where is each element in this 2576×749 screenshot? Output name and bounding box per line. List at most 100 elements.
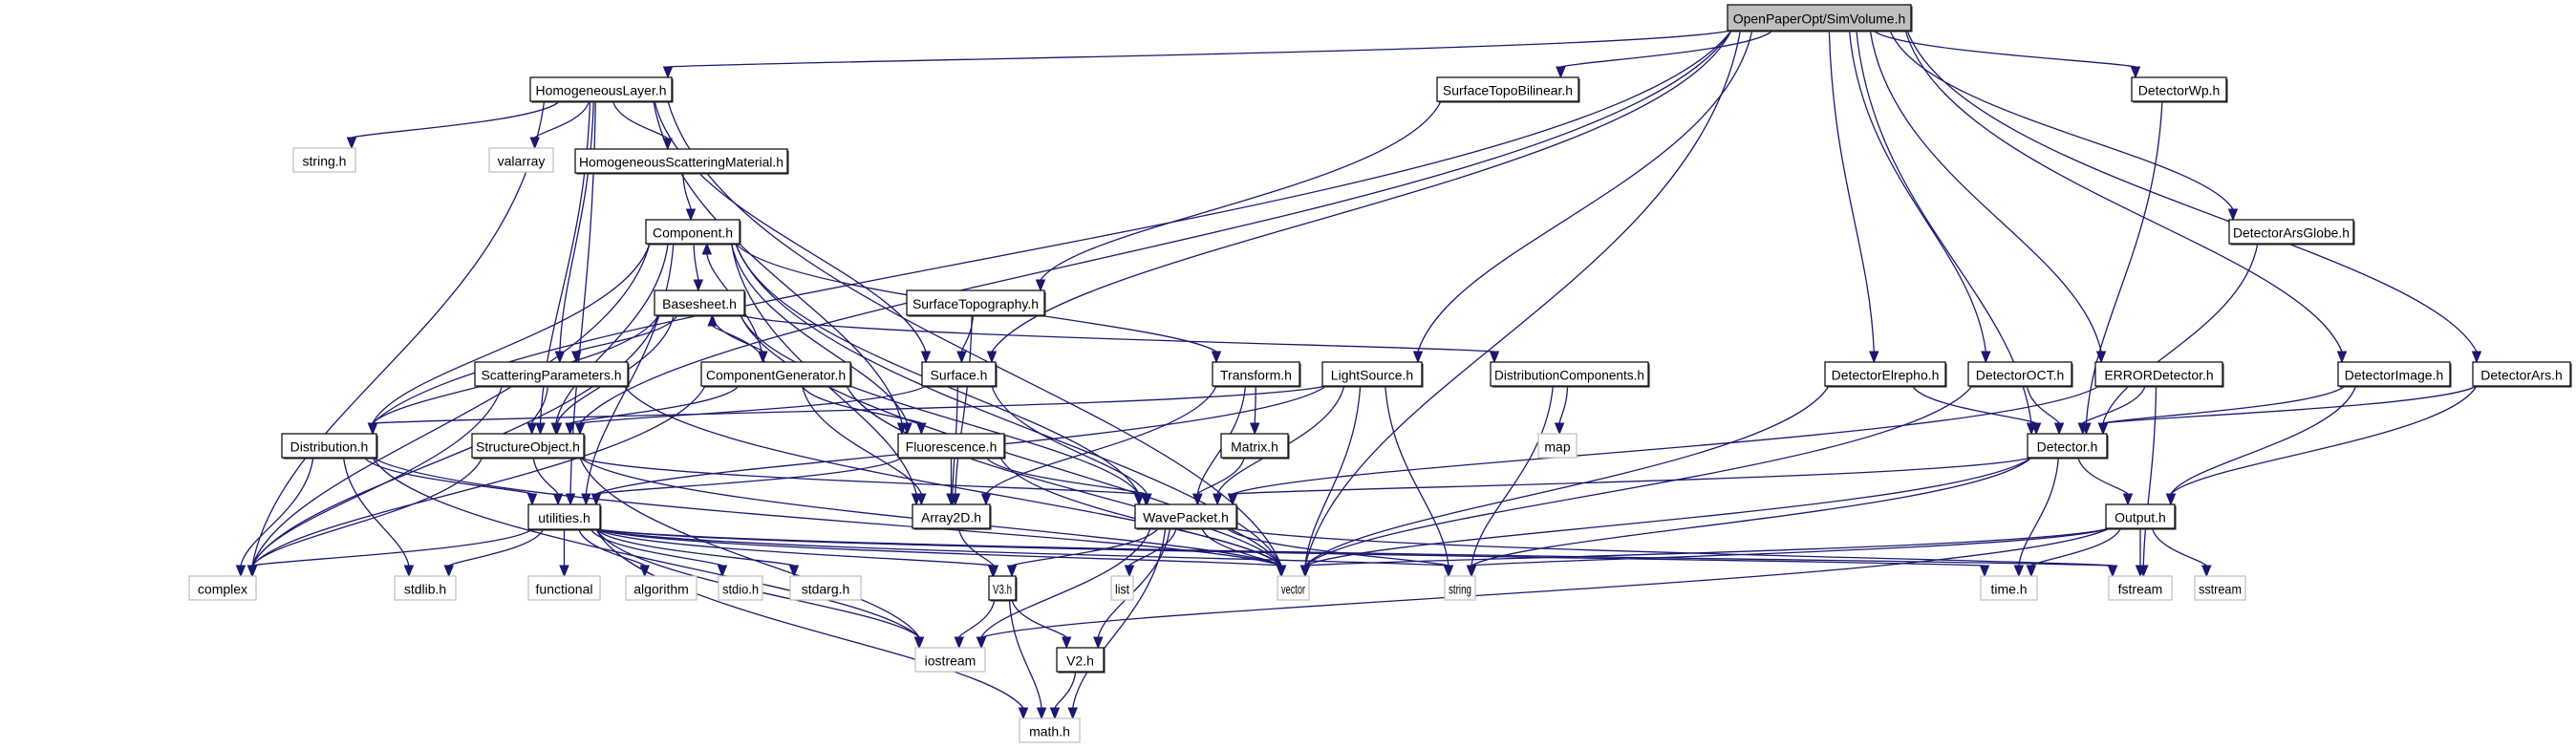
node-shadow <box>1058 649 1106 674</box>
node-output[interactable]: Output.h <box>2105 503 2177 530</box>
node-list[interactable]: list <box>1110 575 1134 601</box>
edge-wavepacket-to-v3 <box>1006 527 1159 578</box>
node-v2[interactable]: V2.h <box>1056 647 1106 674</box>
node-stringh[interactable]: string.h <box>292 147 356 173</box>
edge-line <box>251 100 546 567</box>
node-v3[interactable]: V3.h <box>988 575 1018 602</box>
node-scatteringparameters[interactable]: ScatteringParameters.h <box>474 361 630 388</box>
arrowhead-icon <box>367 422 378 436</box>
node-box <box>2094 361 2223 387</box>
node-detectorars[interactable]: DetectorArs.h <box>2472 361 2572 388</box>
node-fluorescence[interactable]: Fluorescence.h <box>897 433 1006 460</box>
arrowhead-icon <box>913 636 925 650</box>
node-stdlib[interactable]: stdlib.h <box>394 575 457 601</box>
arrowhead-icon <box>2130 66 2141 79</box>
node-structureobject[interactable]: StructureObject.h <box>471 433 586 460</box>
node-box <box>529 76 673 102</box>
edge-line <box>740 314 1495 353</box>
node-stdio[interactable]: stdio.h <box>718 575 763 601</box>
edge-distribution-to-utilities <box>363 457 538 506</box>
edge-basesheet-to-scatteringparameters <box>571 314 678 364</box>
arrowhead-icon <box>2077 422 2089 436</box>
arrowhead-icon <box>1212 493 1223 506</box>
node-detectorwp[interactable]: DetectorWp.h <box>2131 76 2228 103</box>
node-basesheet[interactable]: Basesheet.h <box>654 289 746 317</box>
arrowhead-icon <box>526 493 538 506</box>
node-timeh[interactable]: time.h <box>1980 575 2038 601</box>
node-complex[interactable]: complex <box>188 575 257 601</box>
edge-line <box>1304 457 2032 567</box>
edge-simvolume-to-surfacetopobilinear <box>1556 30 1773 79</box>
node-algorithm[interactable]: algorithm <box>625 575 698 601</box>
edge-line <box>595 528 2114 567</box>
node-componentgenerator[interactable]: ComponentGenerator.h <box>700 361 852 388</box>
node-label: Fluorescence.h <box>906 439 998 455</box>
node-lightsource[interactable]: LightSource.h <box>1321 361 1424 388</box>
node-valarray[interactable]: valarray <box>488 147 554 173</box>
node-string[interactable]: string <box>1444 575 1476 601</box>
node-math[interactable]: math.h <box>1019 717 1081 743</box>
node-array2d[interactable]: Array2D.h <box>912 503 992 530</box>
node-shadow <box>1492 363 1650 388</box>
node-functional[interactable]: functional <box>527 575 601 601</box>
edge-line <box>2102 385 2478 424</box>
node-distributioncomponents[interactable]: DistributionComponents.h <box>1490 361 1650 388</box>
node-detectorarsglobe[interactable]: DetectorArsGlobe.h <box>2228 219 2355 246</box>
edge-line <box>559 100 594 353</box>
node-box <box>2472 361 2571 387</box>
node-surfacetopobilinear[interactable]: SurfaceTopoBilinear.h <box>1436 76 1580 103</box>
node-box <box>718 575 763 601</box>
node-box <box>2027 433 2108 459</box>
node-homogeneouslayer[interactable]: HomogeneousLayer.h <box>529 76 674 103</box>
edge-basesheet-to-distributioncomponents <box>740 314 1500 364</box>
node-box <box>914 647 986 673</box>
node-hsm[interactable]: HomogeneousScatteringMaterial.h <box>574 148 789 175</box>
node-distribution[interactable]: Distribution.h <box>281 433 378 460</box>
node-map[interactable]: map <box>1537 433 1578 459</box>
edge-line <box>2082 385 2146 424</box>
arrowhead-icon <box>1981 351 1991 364</box>
edge-line <box>1054 671 1077 709</box>
arrowhead-icon <box>574 422 586 436</box>
edge-line <box>579 30 1732 424</box>
edge-line <box>2026 385 2060 424</box>
node-transform[interactable]: Transform.h <box>1212 361 1301 388</box>
arrowhead-icon <box>2107 565 2118 578</box>
node-surface[interactable]: Surface.h <box>921 361 998 388</box>
edge-v3-to-iostream <box>954 599 996 650</box>
node-label: stdlib.h <box>404 582 446 597</box>
node-shadow <box>899 435 1006 460</box>
edge-line <box>1873 30 2136 68</box>
node-surfacetopography[interactable]: SurfaceTopography.h <box>906 289 1046 317</box>
edge-line <box>2170 385 2357 495</box>
arrowhead-icon <box>2122 493 2134 506</box>
node-detector[interactable]: Detector.h <box>2027 433 2109 460</box>
node-detectorimage[interactable]: DetectorImage.h <box>2337 361 2452 388</box>
edge-line <box>667 30 1732 68</box>
edge-line <box>1072 527 1167 709</box>
node-matrix[interactable]: Matrix.h <box>1220 433 1290 460</box>
node-detectoroct[interactable]: DetectorOCT.h <box>1967 361 2073 388</box>
node-box <box>897 433 1005 459</box>
node-component[interactable]: Component.h <box>645 219 741 246</box>
node-simvolume[interactable]: OpenPaperOpt/SimVolume.h <box>1727 4 1913 32</box>
node-label: vector <box>1281 582 1305 597</box>
node-iostream[interactable]: iostream <box>914 647 986 673</box>
edge-line <box>1470 527 2111 567</box>
edge-detectorelrepho-to-vector <box>1299 385 1830 578</box>
node-label: ScatteringParameters.h <box>481 368 621 383</box>
node-stdarg[interactable]: stdarg.h <box>789 575 862 601</box>
node-sstream[interactable]: sstream <box>2194 575 2246 601</box>
node-wavepacket[interactable]: WavePacket.h <box>1134 503 1238 530</box>
node-errordetector[interactable]: ERRORDetector.h <box>2094 361 2224 388</box>
node-detectorelrepho[interactable]: DetectorElrepho.h <box>1824 361 1947 388</box>
node-utilities[interactable]: utilities.h <box>527 503 602 531</box>
node-vector[interactable]: vector <box>1277 575 1310 601</box>
edge-line <box>1304 385 1830 567</box>
edge-detectorimage-to-detector <box>2097 385 2346 436</box>
node-fstream[interactable]: fstream <box>2108 575 2173 601</box>
arrowhead-icon <box>535 422 546 436</box>
arrowhead-icon <box>902 422 912 436</box>
node-label: iostream <box>925 653 977 669</box>
